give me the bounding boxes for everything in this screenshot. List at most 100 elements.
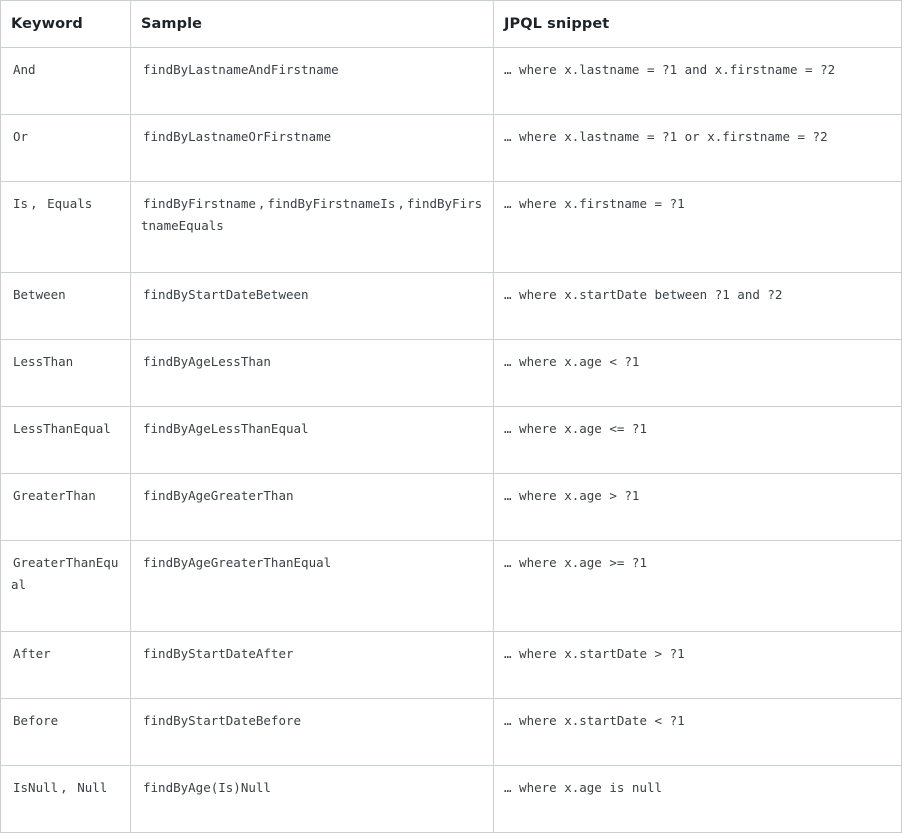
cell-jpql-snippet: … where x.startDate > ?1: [493, 631, 902, 699]
keyword-code: Between: [13, 287, 66, 302]
jpql-code: … where x.startDate < ?1: [504, 713, 685, 728]
table-row: Between findByStartDateBetween … where x.s…: [0, 272, 902, 340]
cell-sample: findByStartDateAfter: [130, 631, 494, 699]
cell-keyword: And: [0, 47, 131, 115]
cell-sample: findByAgeGreaterThan: [130, 473, 494, 541]
cell-sample: findByStartDateBefore: [130, 698, 494, 766]
keyword-value: LessThan: [11, 351, 120, 373]
keyword-value: After: [11, 643, 120, 665]
table-row: LessThan findByAgeLessThan … where x.age <…: [0, 339, 902, 407]
jpql-code: … where x.lastname = ?1 or x.firstname =…: [504, 129, 828, 144]
cell-jpql-snippet: … where x.age >= ?1: [493, 540, 902, 632]
jpql-code: … where x.age < ?1: [504, 354, 640, 369]
jpql-code: … where x.age > ?1: [504, 488, 640, 503]
sample-code: findByLastnameOrFirstname: [143, 129, 332, 144]
sample-code: findByAgeLessThan: [143, 354, 271, 369]
keyword-value: Or: [11, 126, 120, 148]
cell-sample: findByFirstname,findByFirstnameIs,findBy…: [130, 181, 494, 273]
sample-code: findByAgeLessThanEqual: [143, 421, 309, 436]
keyword-code: And: [13, 62, 36, 77]
table-row: GreaterThan findByAgeGreaterThan … where x…: [0, 473, 902, 541]
sample-value: findByAgeLessThan: [141, 351, 483, 373]
sample-code: findByAge(Is)Null: [143, 780, 271, 795]
keyword-value: GreaterThanEqual: [11, 552, 120, 596]
cell-sample: findByLastnameOrFirstname: [130, 114, 494, 182]
cell-sample: findByAgeGreaterThanEqual: [130, 540, 494, 632]
table-header: Keyword Sample JPQL snippet: [0, 0, 902, 48]
table-row: IsNull, Null findByAge(Is)Null … where x.a…: [0, 765, 902, 833]
keyword-value: GreaterThan: [11, 485, 120, 507]
keyword-value: LessThanEqual: [11, 418, 120, 440]
cell-jpql-snippet: … where x.lastname = ?1 and x.firstname …: [493, 47, 902, 115]
table-row: LessThanEqual findByAgeLessThanEqual … whe…: [0, 406, 902, 474]
keyword-value: Between: [11, 284, 120, 306]
sample-code: findByStartDateBetween: [143, 287, 309, 302]
sample-code: findByFirstnameEquals: [141, 196, 483, 233]
keyword-code: GreaterThan: [13, 488, 96, 503]
cell-keyword: Is, Equals: [0, 181, 131, 273]
keyword-code: After: [13, 646, 51, 661]
sample-separator: ,: [397, 196, 405, 211]
sample-value: findByStartDateBefore: [141, 710, 483, 732]
table-row: Before findByStartDateBefore … where x.sta…: [0, 698, 902, 766]
sample-code: findByStartDateBefore: [143, 713, 302, 728]
cell-sample: findByAge(Is)Null: [130, 765, 494, 833]
sample-separator: ,: [257, 196, 266, 211]
cell-jpql-snippet: … where x.age < ?1: [493, 339, 902, 407]
sample-code: findByAgeGreaterThan: [143, 488, 294, 503]
jpql-code: … where x.startDate between ?1 and ?2: [504, 287, 783, 302]
cell-sample: findByAgeLessThanEqual: [130, 406, 494, 474]
sample-value: findByAgeGreaterThanEqual: [141, 552, 483, 574]
cell-jpql-snippet: … where x.lastname = ?1 or x.firstname =…: [493, 114, 902, 182]
cell-keyword: GreaterThan: [0, 473, 131, 541]
keyword-separator: ,: [60, 780, 76, 795]
keyword-value: Before: [11, 710, 120, 732]
sample-value: findByLastnameOrFirstname: [141, 126, 483, 148]
column-header-jpql: JPQL snippet: [493, 0, 902, 48]
keyword-separator: ,: [30, 196, 46, 211]
table-body: And findByLastnameAndFirstname … where x.l…: [0, 47, 902, 833]
cell-jpql-snippet: … where x.startDate between ?1 and ?2: [493, 272, 902, 340]
cell-keyword: Or: [0, 114, 131, 182]
cell-keyword: GreaterThanEqual: [0, 540, 131, 632]
keyword-value: And: [11, 59, 120, 81]
cell-keyword: Between: [0, 272, 131, 340]
column-header-sample: Sample: [130, 0, 494, 48]
cell-keyword: LessThanEqual: [0, 406, 131, 474]
jpql-code: … where x.startDate > ?1: [504, 646, 685, 661]
keyword-code: Before: [13, 713, 59, 728]
jpql-code: … where x.firstname = ?1: [504, 196, 685, 211]
keyword-value: Is, Equals: [11, 193, 120, 215]
cell-sample: findByStartDateBetween: [130, 272, 494, 340]
jpql-code: … where x.lastname = ?1 and x.firstname …: [504, 62, 836, 77]
sample-code: findByAgeGreaterThanEqual: [143, 555, 332, 570]
sample-value: findByFirstname,findByFirstnameIs,findBy…: [141, 193, 483, 237]
cell-keyword: After: [0, 631, 131, 699]
sample-value: findByLastnameAndFirstname: [141, 59, 483, 81]
sample-code: findByLastnameAndFirstname: [143, 62, 339, 77]
sample-value: findByAgeLessThanEqual: [141, 418, 483, 440]
cell-jpql-snippet: … where x.firstname = ?1: [493, 181, 902, 273]
jpql-code: … where x.age <= ?1: [504, 421, 647, 436]
cell-jpql-snippet: … where x.age <= ?1: [493, 406, 902, 474]
keyword-code: Or: [13, 129, 29, 144]
cell-keyword: Before: [0, 698, 131, 766]
sample-code: findByFirstname: [143, 196, 256, 211]
keyword-code: Equals: [47, 196, 93, 211]
table-row: Or findByLastnameOrFirstname … where x.las…: [0, 114, 902, 182]
sample-value: findByAge(Is)Null: [141, 777, 483, 799]
keyword-code: Null: [77, 780, 108, 795]
sample-code: findByStartDateAfter: [143, 646, 294, 661]
keyword-code: IsNull: [13, 780, 59, 795]
keyword-code: LessThanEqual: [13, 421, 111, 436]
keyword-code: LessThan: [13, 354, 74, 369]
table-header-row: Keyword Sample JPQL snippet: [0, 0, 902, 48]
cell-jpql-snippet: … where x.age is null: [493, 765, 902, 833]
keyword-code: GreaterThanEqual: [11, 555, 119, 592]
table-row: After findByStartDateAfter … where x.start…: [0, 631, 902, 699]
cell-keyword: LessThan: [0, 339, 131, 407]
cell-jpql-snippet: … where x.startDate < ?1: [493, 698, 902, 766]
table-row: And findByLastnameAndFirstname … where x.l…: [0, 47, 902, 115]
sample-code: findByFirstnameIs: [267, 196, 396, 211]
sample-value: findByStartDateAfter: [141, 643, 483, 665]
